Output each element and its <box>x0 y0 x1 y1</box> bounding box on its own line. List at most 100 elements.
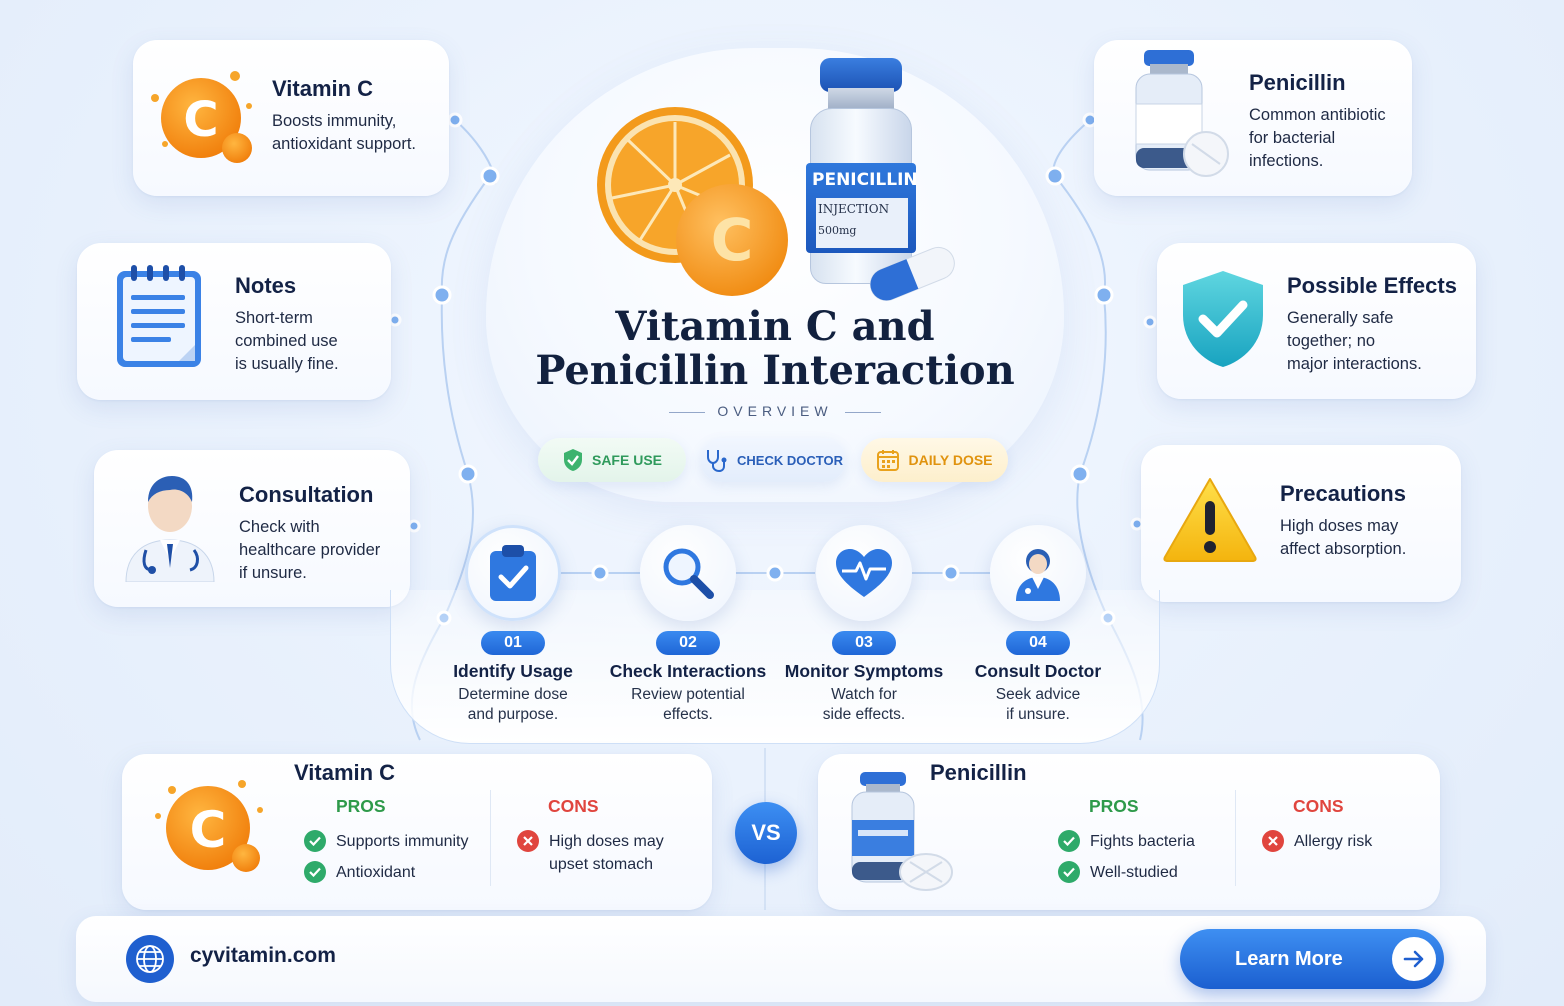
notes-card: Notes Short-term combined use is usually… <box>77 243 391 400</box>
heartbeat-icon <box>836 549 892 597</box>
pro-text: Well-studied <box>1090 864 1178 881</box>
notepad-icon <box>117 265 201 367</box>
check-icon <box>1058 830 1080 852</box>
penicillin-pro-item: Fights bacteria <box>1058 830 1195 853</box>
step-icon-circle <box>816 525 912 621</box>
vial-icon <box>851 772 953 891</box>
svg-text:C: C <box>711 206 754 274</box>
con-text: High doses may upset stomach <box>549 833 664 873</box>
notes-desc: Short-term combined use is usually fine. <box>235 309 339 373</box>
vitamin-c-pro-item: Supports immunity <box>304 830 469 853</box>
step-identify-usage[interactable]: 01 Identify Usage Determine dose and pur… <box>428 525 598 725</box>
x-icon <box>517 830 539 852</box>
step-icon-circle <box>640 525 736 621</box>
penicillin-cons-heading: CONS <box>1293 796 1344 816</box>
consultation-card: Consultation Check with healthcare provi… <box>94 450 410 607</box>
consultation-title: Consultation <box>239 482 374 507</box>
penicillin-title: Penicillin <box>1249 70 1346 95</box>
penicillin-compare-title: Penicillin <box>930 760 1027 785</box>
step-number: 01 <box>481 631 545 655</box>
learn-more-button[interactable]: Learn More <box>1180 929 1444 989</box>
vitamin-c-compare-title: Vitamin C <box>294 760 396 785</box>
pro-text: Supports immunity <box>336 833 469 850</box>
clipboard-check-icon <box>490 545 536 601</box>
check-doctor-label: CHECK DOCTOR <box>737 452 843 468</box>
x-icon <box>1262 830 1284 852</box>
vitamin-c-pros-heading: PROS <box>336 796 386 816</box>
vial-sub-label: INJECTION <box>818 202 890 216</box>
vial-dose-label: 500mg <box>818 224 857 237</box>
divider <box>1235 790 1236 886</box>
doctor-icon <box>1016 549 1060 601</box>
shield-check-icon <box>563 449 582 471</box>
website-link[interactable]: cyvitamin.com <box>190 944 336 967</box>
safe-use-label: SAFE USE <box>591 452 662 468</box>
penicillin-card: Penicillin Common antibiotic for bacteri… <box>1094 40 1412 196</box>
penicillin-con-item: Allergy risk <box>1262 830 1372 853</box>
divider <box>490 790 491 886</box>
precautions-title: Precautions <box>1280 481 1406 506</box>
penicillin-desc: Common antibiotic for bacterial infectio… <box>1249 106 1386 170</box>
step-number: 04 <box>1006 631 1070 655</box>
doctor-icon <box>125 476 215 582</box>
step-icon-circle <box>990 525 1086 621</box>
con-text: Allergy risk <box>1294 833 1373 850</box>
vs-badge: VS <box>735 802 797 864</box>
step-desc: Seek advice if unsure. <box>995 686 1081 723</box>
vitamin-c-icon: C <box>155 780 263 872</box>
vitamin-c-cons-heading: CONS <box>548 796 599 816</box>
stethoscope-icon <box>707 450 727 473</box>
possible-effects-desc: Generally safe together; no major intera… <box>1287 309 1422 373</box>
step-monitor-symptoms[interactable]: 03 Monitor Symptoms Watch for side effec… <box>779 525 949 725</box>
notes-title: Notes <box>235 273 297 298</box>
daily-dose-label: DAILY DOSE <box>908 452 993 468</box>
vial-label: PENICILLIN <box>812 170 918 190</box>
step-number: 03 <box>832 631 896 655</box>
step-icon-circle <box>465 525 561 621</box>
vitamin-c-con-item: High doses may upset stomach <box>517 830 664 876</box>
check-icon <box>304 861 326 883</box>
vitamin-c-icon: C <box>151 71 252 163</box>
step-desc: Watch for side effects. <box>822 686 906 723</box>
check-doctor-pill[interactable]: CHECK DOCTOR <box>700 438 846 482</box>
possible-effects-title: Possible Effects <box>1287 273 1457 298</box>
daily-dose-pill[interactable]: DAILY DOSE <box>861 438 1008 482</box>
calendar-icon <box>877 450 900 471</box>
page-title: Vitamin C and Penicillin Interaction <box>535 303 1015 394</box>
vial-icon <box>1135 50 1229 177</box>
consultation-desc: Check with healthcare provider if unsure… <box>239 518 381 582</box>
learn-more-label: Learn More <box>1235 947 1343 970</box>
step-desc: Determine dose and purpose. <box>458 686 568 723</box>
pro-text: Fights bacteria <box>1090 833 1195 850</box>
step-title: Identify Usage <box>453 661 573 681</box>
possible-effects-card: Possible Effects Generally safe together… <box>1157 243 1476 399</box>
svg-text:C: C <box>190 801 227 859</box>
step-consult-doctor[interactable]: 04 Consult Doctor Seek advice if unsure. <box>953 525 1123 725</box>
check-icon <box>1058 861 1080 883</box>
precautions-desc: High doses may affect absorption. <box>1280 517 1407 558</box>
penicillin-vial-icon: PENICILLIN INJECTION 500mg <box>806 58 918 288</box>
step-title: Check Interactions <box>609 661 767 681</box>
vitamin-c-tablet-icon: C <box>676 184 788 296</box>
step-title: Consult Doctor <box>974 661 1102 681</box>
step-number: 02 <box>656 631 720 655</box>
precautions-card: Precautions High doses may affect absorp… <box>1141 445 1461 602</box>
penicillin-pros-heading: PROS <box>1089 796 1139 816</box>
warning-icon <box>1163 478 1257 562</box>
step-title: Monitor Symptoms <box>784 661 944 681</box>
pro-text: Antioxidant <box>336 864 416 881</box>
shield-check-icon <box>1183 271 1263 367</box>
capsule-icon <box>869 246 955 301</box>
check-icon <box>304 830 326 852</box>
vitamin-c-card: C Vitamin C Boosts immunity, antioxidant… <box>133 40 449 196</box>
vitamin-c-desc: Boosts immunity, antioxidant support. <box>272 112 417 153</box>
page-subtitle: OVERVIEW <box>486 403 1064 419</box>
step-check-interactions[interactable]: 02 Check Interactions Review potential e… <box>603 525 773 725</box>
vitamin-c-title: Vitamin C <box>272 76 374 101</box>
arrow-right-icon <box>1392 937 1436 981</box>
safe-use-pill[interactable]: SAFE USE <box>538 438 686 482</box>
step-desc: Review potential effects. <box>631 686 745 723</box>
vitamin-c-pro-item: Antioxidant <box>304 861 415 884</box>
penicillin-pro-item: Well-studied <box>1058 861 1178 884</box>
svg-text:C: C <box>183 92 218 148</box>
